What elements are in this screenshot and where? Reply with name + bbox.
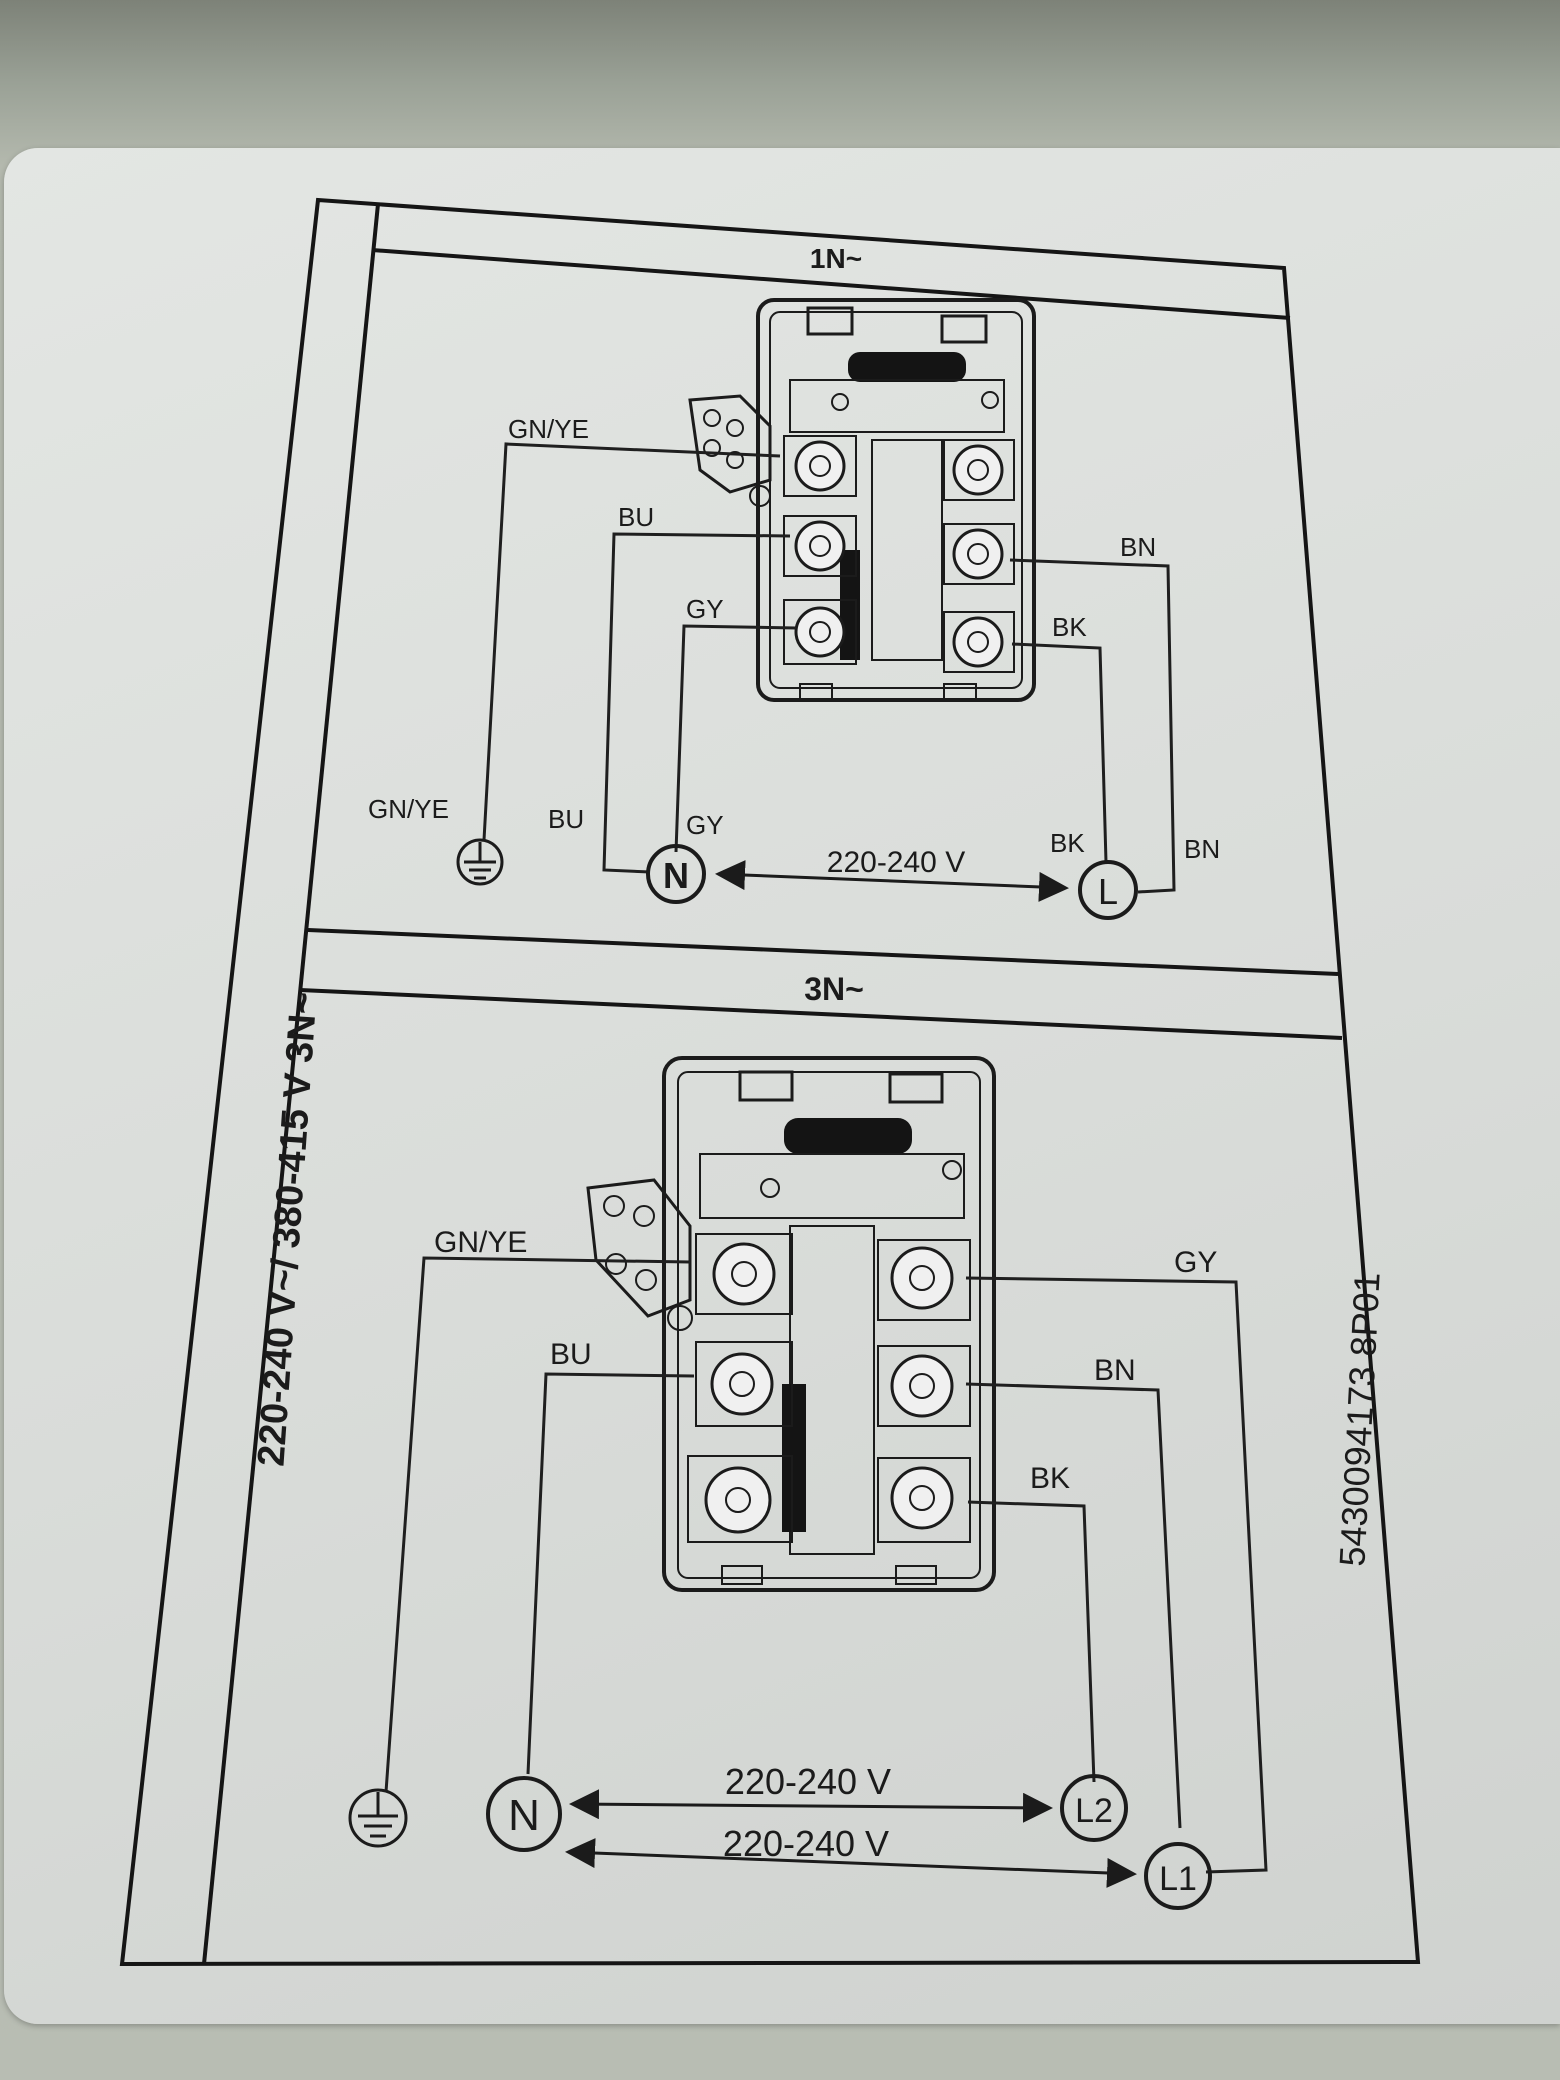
wire-label-gnye-bottom: GN/YE <box>368 794 449 824</box>
screw-3n-r1 <box>877 1239 971 1321</box>
neutral-terminal-1n: N <box>646 844 706 904</box>
wire-label-bk-3n: BK <box>1030 1462 1070 1495</box>
wire-label-bu-bottom: BU <box>548 804 584 834</box>
terminal-block-3n <box>586 1056 996 1592</box>
live2-terminal-3n: L2 <box>1060 1774 1128 1842</box>
panel-1n-header: 1N~ <box>810 243 862 274</box>
screw-1n-l3 <box>783 599 857 665</box>
screw-1n-l1 <box>783 435 857 497</box>
wire-label-bn-3n: BN <box>1094 1354 1136 1387</box>
screw-1n-r3 <box>943 611 1015 673</box>
svg-text:L: L <box>1098 871 1118 912</box>
svg-text:5430094173 8P01: 5430094173 8P01 <box>1331 1271 1387 1567</box>
voltage-label-1n: 220-240 V <box>827 846 965 879</box>
live-terminal-1n: L <box>1078 860 1138 920</box>
screw-3n-r3 <box>877 1457 971 1543</box>
screw-1n-r1 <box>943 439 1015 501</box>
side-voltage-label: 220-240 V~/ 380-415 V 3N~ <box>251 991 326 1468</box>
wire-label-bu-top: BU <box>618 502 654 532</box>
neutral-terminal-3n: N <box>486 1776 562 1852</box>
wire-label-bk-top: BK <box>1052 612 1087 642</box>
panel-3n: 3N~ <box>348 971 1268 1910</box>
ground-symbol-1n <box>456 838 504 886</box>
terminal-block-1n <box>688 298 1036 702</box>
screw-1n-l2 <box>783 515 857 577</box>
serial-number: 5430094173 8P01 <box>1331 1271 1387 1567</box>
voltage-arrow-1n <box>715 860 1069 902</box>
voltage-label-3n-l1: 220-240 V <box>723 1823 889 1864</box>
ground-symbol-3n <box>348 1788 408 1848</box>
wire-label-gy-3n: GY <box>1174 1246 1217 1279</box>
screw-3n-l2 <box>695 1341 793 1427</box>
svg-text:220-240 V~/ 380-415 V 3N~: 220-240 V~/ 380-415 V 3N~ <box>251 991 326 1468</box>
voltage-label-3n-l2: 220-240 V <box>725 1761 891 1802</box>
wires-3n <box>384 1256 1268 1874</box>
screw-3n-l1 <box>695 1233 793 1315</box>
panel-1n: 1N~ <box>368 243 1220 920</box>
screw-1n-r2 <box>943 523 1015 585</box>
wire-label-gnye-3n: GN/YE <box>434 1226 527 1259</box>
svg-text:N: N <box>508 1791 540 1840</box>
screw-3n-r2 <box>877 1345 971 1427</box>
wire-label-gy-bottom: GY <box>686 810 724 840</box>
wire-label-gnye-top: GN/YE <box>508 414 589 444</box>
wire-label-bn-bottom: BN <box>1184 834 1220 864</box>
live1-terminal-3n: L1 <box>1144 1842 1212 1910</box>
wire-label-bu-3n: BU <box>550 1338 592 1371</box>
voltage-arrow-3n-l1 <box>565 1838 1137 1888</box>
wire-label-bn-top: BN <box>1120 532 1156 562</box>
wires-1n <box>482 442 1176 894</box>
wire-label-gy-top: GY <box>686 594 724 624</box>
outer-frame <box>119 197 1421 1967</box>
panel-3n-header: 3N~ <box>804 971 864 1007</box>
svg-text:L1: L1 <box>1159 1860 1197 1898</box>
svg-text:N: N <box>663 855 689 896</box>
svg-text:L2: L2 <box>1075 1792 1113 1830</box>
wire-label-bk-bottom: BK <box>1050 828 1085 858</box>
voltage-arrow-3n-l2 <box>569 1789 1053 1823</box>
screw-3n-l3 <box>687 1455 793 1543</box>
